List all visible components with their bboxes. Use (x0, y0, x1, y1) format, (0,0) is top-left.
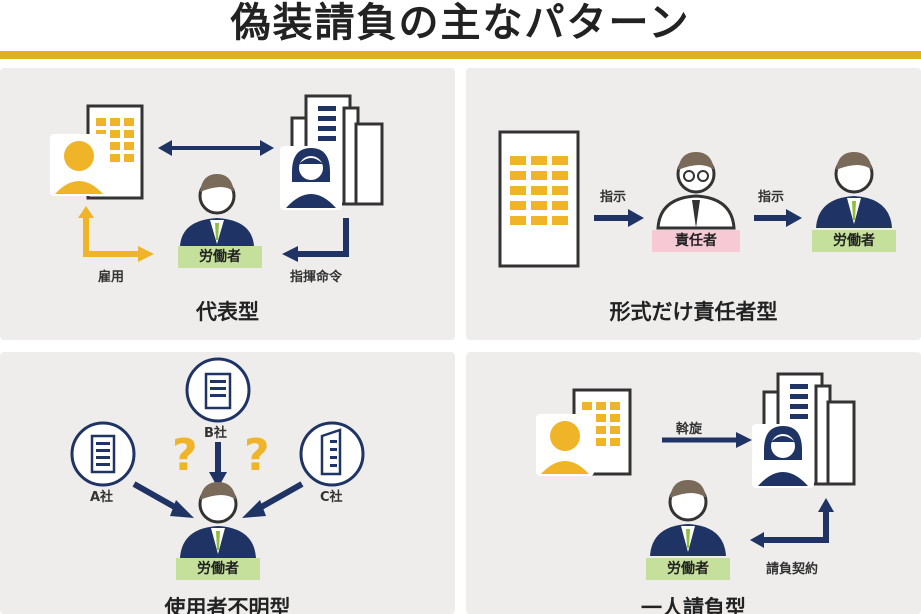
command-label: 指揮命令 (290, 270, 343, 285)
worker-tag: 労働者 (178, 246, 262, 268)
instruction-label-2: 指示 (758, 190, 785, 205)
contractor-person-icon (536, 414, 594, 476)
instruction-arrow-1-icon (594, 209, 644, 227)
manager-tag: 責任者 (652, 230, 740, 252)
worker-person-icon (650, 480, 726, 556)
command-arrow-icon (282, 218, 349, 262)
page-title: 偽装請負の主なパターン (230, 0, 691, 46)
panel-nominal-manager: 指示 指示 責任者 労働者 形式だけ責任者型 (466, 68, 921, 340)
worker-tag: 労働者 (812, 230, 896, 252)
company-a-icon (70, 421, 136, 487)
double-arrow-icon (158, 140, 274, 156)
arrow-from-c-icon (242, 481, 304, 518)
panel-representative: 労働者 雇用 指揮命令 代表型 (0, 68, 455, 340)
worker-person-icon (180, 482, 256, 558)
mediation-arrow-icon (662, 432, 752, 448)
panel-title-sole-contractor: 一人請負型 (641, 596, 746, 614)
worker-tag: 労働者 (646, 558, 730, 580)
company-c-icon (299, 421, 365, 487)
manager-person-icon (656, 152, 736, 230)
question-mark-right-icon: ? (244, 430, 270, 481)
question-mark-left-icon: ? (172, 430, 198, 481)
company-b-icon (185, 357, 251, 423)
contractor-person-icon (50, 134, 108, 196)
company-a-label: A社 (90, 490, 114, 505)
panel-title-unclear-employer: 使用者不明型 (164, 596, 291, 614)
contract-label: 請負契約 (766, 562, 819, 577)
worker-person-icon (180, 174, 254, 246)
arrow-from-b-icon (209, 442, 227, 488)
supervisor-person-icon (752, 424, 814, 488)
instruction-label-1: 指示 (600, 190, 627, 205)
company-c-label: C社 (320, 490, 343, 505)
worker-person-icon (816, 152, 892, 228)
panel-title-representative: 代表型 (196, 300, 259, 324)
panel-sole-contractor: 斡旋 請負契約 労働者 一人請負型 (466, 352, 921, 614)
title-underline (0, 51, 921, 59)
contract-arrow-icon (750, 498, 834, 548)
panel-title-nominal-manager: 形式だけ責任者型 (609, 300, 778, 324)
worker-tag: 労働者 (176, 558, 260, 580)
instruction-arrow-2-icon (754, 209, 802, 227)
employ-label: 雇用 (98, 270, 125, 285)
arrow-from-a-icon (132, 481, 194, 518)
client-building-icon (498, 130, 580, 268)
company-b-label: B社 (204, 426, 227, 441)
panel-unclear-employer: ? ? A社 B社 C社 労働者 使用者不明型 (0, 352, 455, 614)
mediation-label: 斡旋 (676, 422, 703, 437)
supervisor-person-icon (280, 146, 342, 210)
employ-arrow-icon (78, 206, 154, 262)
